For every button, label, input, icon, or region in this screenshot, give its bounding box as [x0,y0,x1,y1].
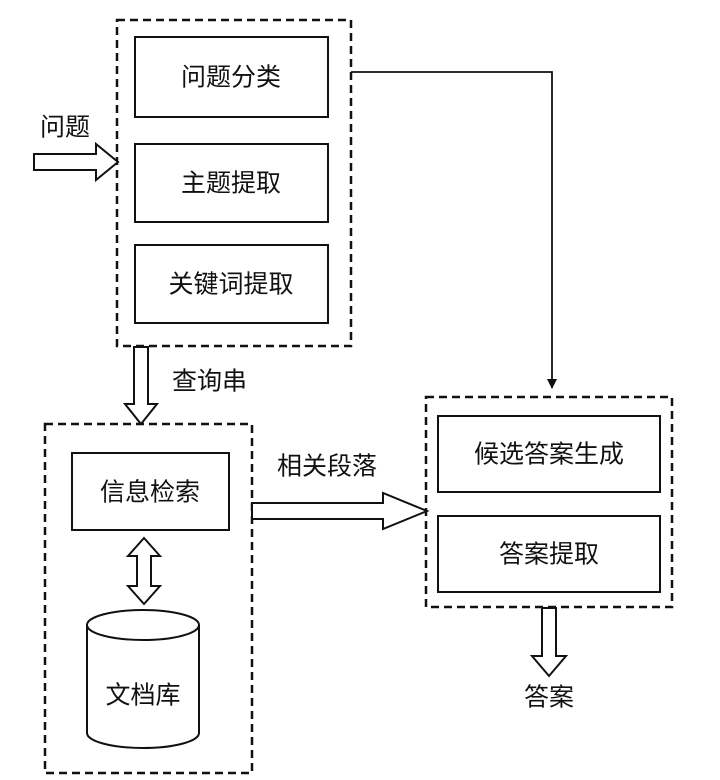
query-string-label: 查询串 [172,367,247,396]
query-arrow [122,346,160,426]
retrieval-database-double-arrow [125,536,163,606]
classify-to-candidates-line [351,71,557,389]
output-arrow [529,607,569,678]
question-classify-label: 问题分类 [181,63,281,92]
document-database-cylinder [86,609,200,749]
answer-extract-box [437,515,661,593]
retrieval-group [43,422,254,775]
candidate-generation-label: 候选答案生成 [474,440,624,469]
passages-arrow [251,491,430,531]
document-database-label: 文档库 [105,681,180,710]
question-analysis-group [115,18,353,348]
input-arrow [33,141,120,183]
output-answer-label: 答案 [524,683,574,712]
topic-extract-box [134,143,329,223]
keyword-extract-label: 关键词提取 [168,270,293,299]
relevant-passages-label: 相关段落 [277,452,377,481]
keyword-extract-box [134,244,329,324]
question-classify-box [134,36,329,118]
answer-extract-label: 答案提取 [499,540,599,569]
candidate-generation-box [437,415,661,493]
topic-extract-label: 主题提取 [181,169,281,198]
info-retrieval-box [71,452,230,531]
input-question-label: 问题 [40,113,90,142]
info-retrieval-label: 信息检索 [100,478,200,507]
